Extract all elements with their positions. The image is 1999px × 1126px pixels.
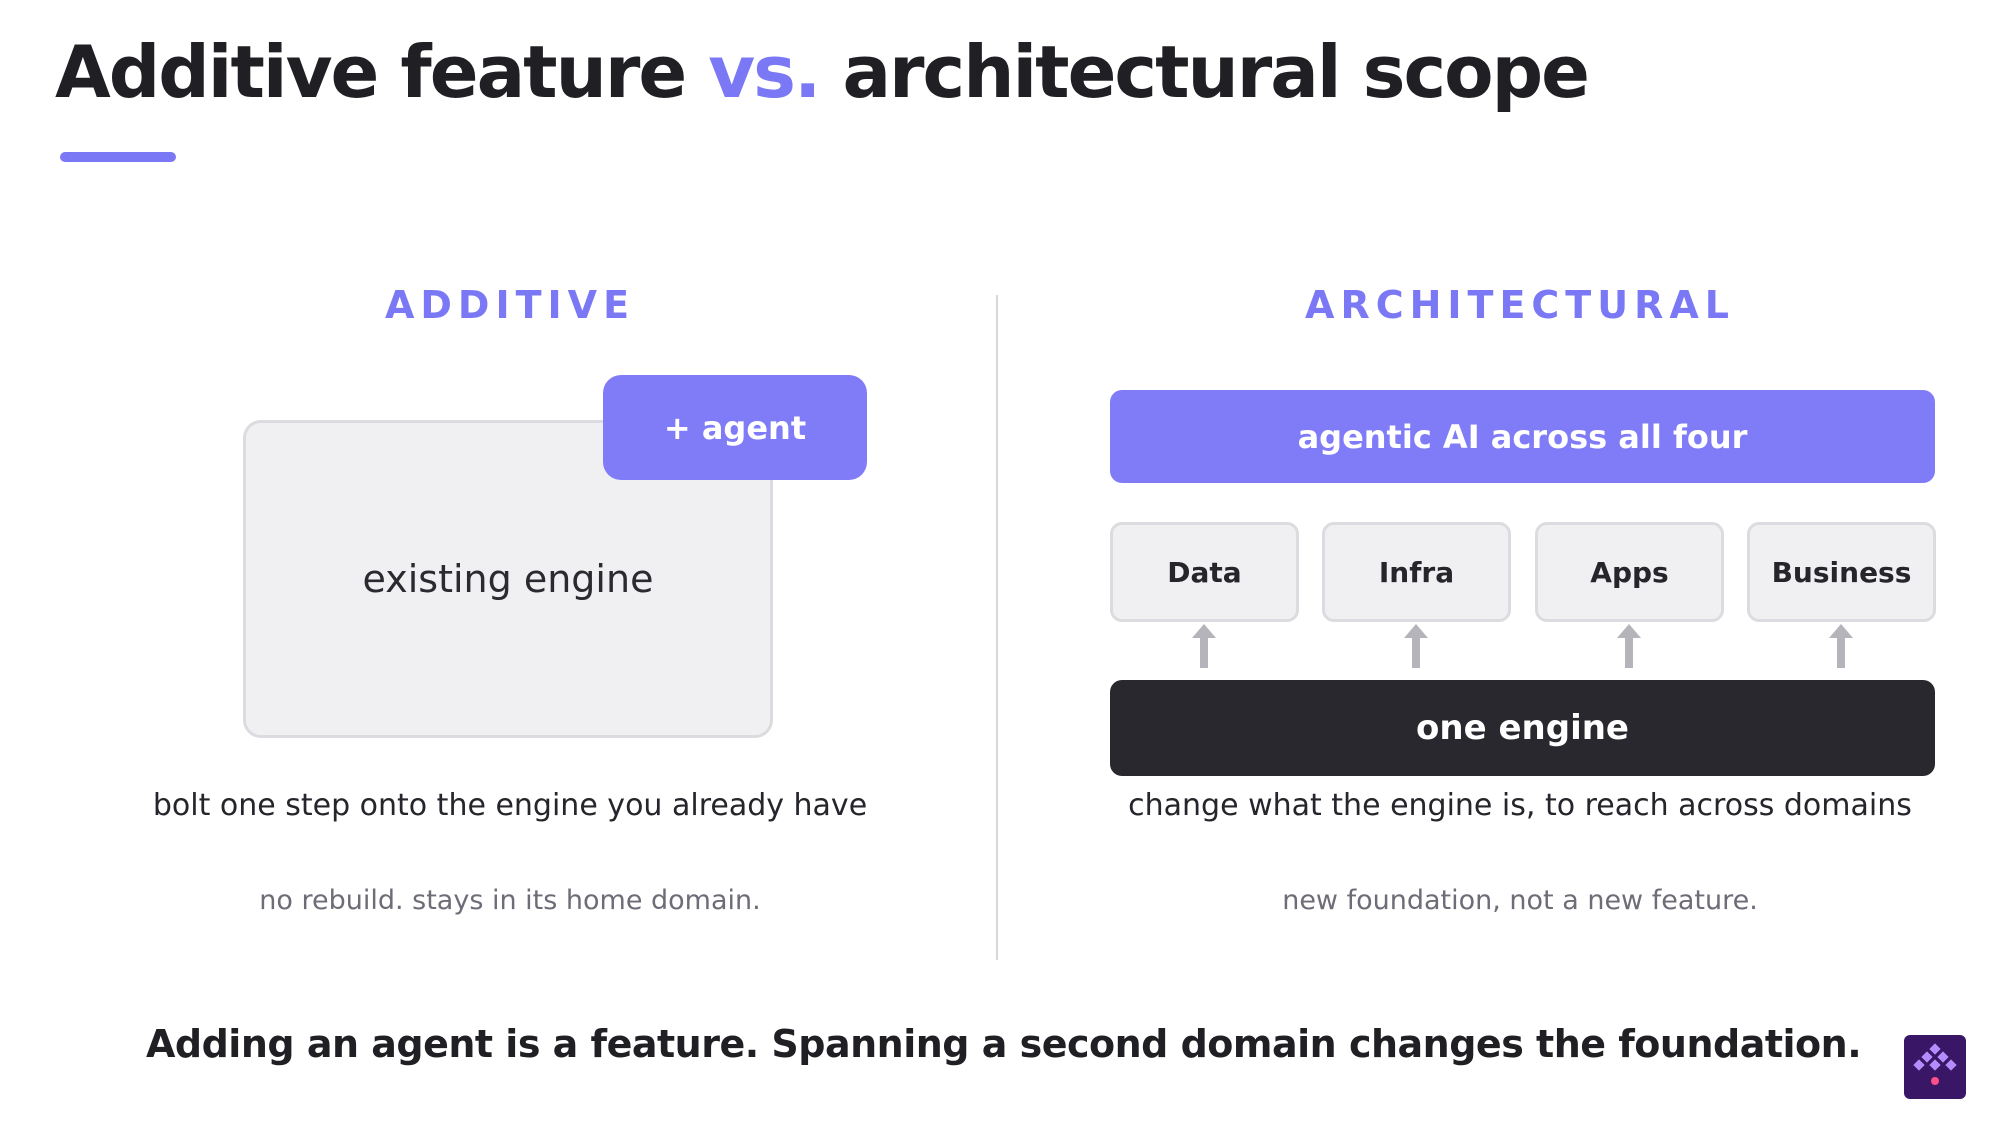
arrow-up-icon xyxy=(1829,624,1853,668)
domain-box-business: Business xyxy=(1747,522,1936,622)
one-engine-label: one engine xyxy=(1416,708,1629,748)
domain-label-infra: Infra xyxy=(1378,555,1455,589)
title-part-2: architectural scope xyxy=(819,30,1590,114)
agent-pill-label: + agent xyxy=(663,408,807,447)
domain-box-infra: Infra xyxy=(1322,522,1511,622)
arrow-up-icon xyxy=(1617,624,1641,668)
diamond-grid-logo-icon xyxy=(1904,1035,1966,1099)
arrow-up-icon xyxy=(1404,624,1428,668)
additive-caption: bolt one step onto the engine you alread… xyxy=(152,788,868,823)
title-accent: vs. xyxy=(708,30,821,114)
additive-heading: ADDITIVE xyxy=(384,283,636,327)
agentic-ai-bar-label: agentic AI across all four xyxy=(1297,417,1748,456)
agentic-ai-bar: agentic AI across all four xyxy=(1110,390,1935,483)
logo-mark xyxy=(1913,1043,1957,1085)
existing-engine-label: existing engine xyxy=(362,557,654,601)
domain-box-apps: Apps xyxy=(1535,522,1724,622)
architectural-heading: ARCHITECTURAL xyxy=(1305,283,1735,327)
additive-subcaption: no rebuild. stays in its home domain. xyxy=(259,885,761,916)
one-engine-bar: one engine xyxy=(1110,680,1935,776)
agent-pill: + agent xyxy=(603,375,867,480)
domain-label-apps: Apps xyxy=(1590,555,1669,589)
domain-label-data: Data xyxy=(1167,555,1242,589)
title-part-1: Additive feature xyxy=(55,30,709,114)
domain-box-data: Data xyxy=(1110,522,1299,622)
title-underline xyxy=(60,152,176,162)
arrow-up-icon xyxy=(1192,624,1216,668)
domain-label-business: Business xyxy=(1771,555,1912,589)
architectural-subcaption: new foundation, not a new feature. xyxy=(1282,885,1758,916)
architectural-caption: change what the engine is, to reach acro… xyxy=(1128,788,1912,823)
column-divider xyxy=(996,295,998,960)
summary-statement: Adding an agent is a feature. Spanning a… xyxy=(146,1022,1862,1066)
page-title: Additive feature vs. architectural scope xyxy=(55,30,1590,114)
